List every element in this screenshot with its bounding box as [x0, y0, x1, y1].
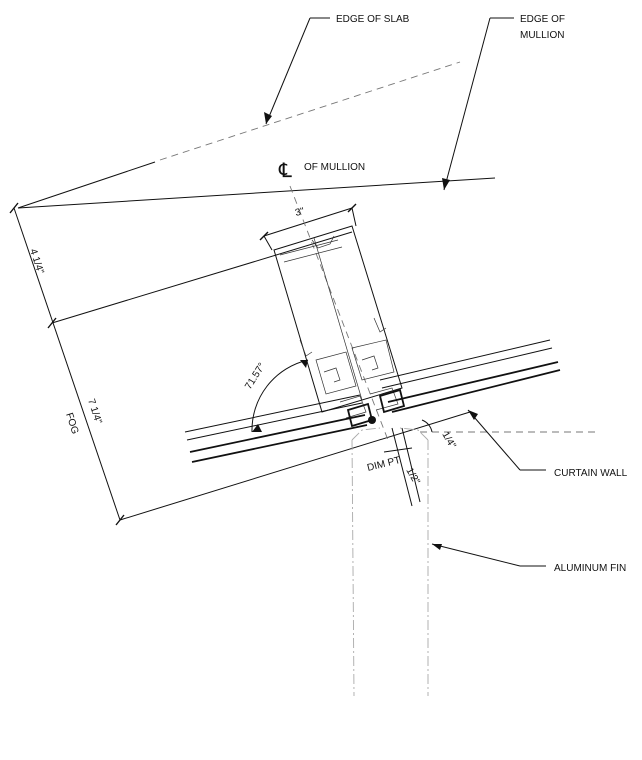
dim-pt-label: DIM PT	[366, 455, 402, 474]
arrow-head	[264, 112, 272, 124]
edge-of-slab-line	[159, 61, 461, 161]
mullion-centerline	[289, 185, 389, 441]
curtain-wall-glazing	[184, 339, 561, 463]
dim-extension	[263, 235, 273, 251]
curtain-wall-leader	[467, 409, 521, 471]
slab-extension-line	[17, 161, 156, 209]
edge-of-mullion-line	[17, 177, 496, 209]
arrow-head	[442, 178, 450, 190]
mullion-reference-line	[51, 231, 353, 324]
dim-tick	[9, 202, 19, 214]
half-inch-leader	[401, 427, 421, 503]
arrow-head	[252, 424, 262, 432]
dim-extension	[351, 207, 357, 227]
edge-of-slab-label: EDGE OF SLAB	[336, 14, 410, 25]
mullion-to-fog-dim: 7 1/4"	[85, 398, 104, 426]
dim-tick	[347, 203, 357, 213]
edge-of-slab-leader	[265, 17, 311, 125]
mullion-width-dim: 3"	[294, 206, 306, 219]
edge-of-mullion-label-line1: EDGE OF	[520, 14, 565, 25]
edge-of-mullion-label-line2: MULLION	[520, 30, 564, 41]
arrow-head	[432, 544, 442, 550]
half-inch-leader	[391, 427, 413, 507]
aluminum-fin-leader	[431, 543, 521, 567]
aluminum-fin	[351, 427, 429, 697]
dim-tick	[259, 231, 269, 241]
of-mullion-label: OF MULLION	[304, 162, 365, 173]
curtain-wall-label: CURTAIN WALL	[554, 468, 628, 479]
dim-point-marker	[368, 416, 376, 424]
fog-line	[119, 411, 471, 521]
slab-to-mullion-dim: 4 1/4"	[27, 248, 46, 276]
left-dimension-line	[13, 207, 121, 521]
dim-tick	[115, 514, 125, 526]
mullion-width-dim-line	[263, 207, 353, 237]
aluminum-fin-label: ALUMINUM FIN	[554, 563, 626, 574]
quarter-inch-dim: 1/4"	[439, 430, 457, 451]
quarter-arc	[421, 419, 433, 433]
arrow-head	[300, 360, 308, 368]
angle-dim: 71.57°	[243, 361, 268, 391]
angle-arc	[251, 359, 309, 433]
fog-label: FOG	[63, 412, 80, 436]
centerline-symbol: ℄	[278, 160, 292, 182]
dim-tick	[47, 317, 57, 329]
arrow-head	[468, 410, 478, 420]
mullion-profile	[273, 225, 403, 419]
edge-of-mullion-leader	[443, 17, 491, 191]
